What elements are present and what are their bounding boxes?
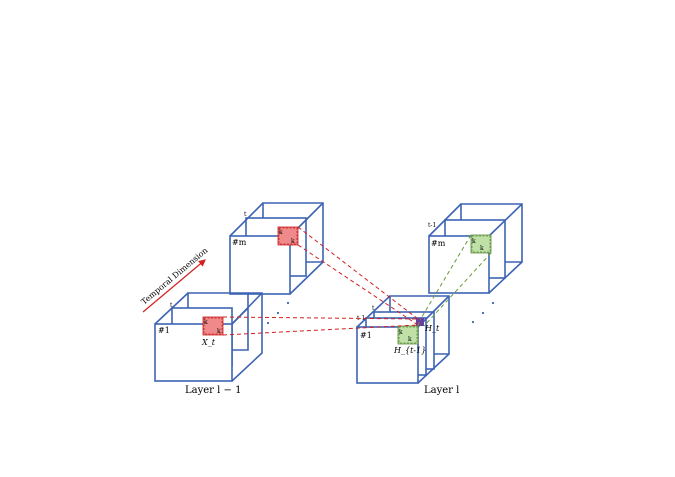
- layer-prev-top-kernel-w: k: [291, 238, 295, 245]
- layer-cur-top-kernel: [470, 234, 492, 254]
- layer-cur-bottom-kernel-w: k: [408, 336, 412, 343]
- layer-prev-bottom-stack: t #1 k k X_t: [154, 292, 263, 382]
- layer-prev-bottom-depth-label: t: [170, 302, 173, 309]
- layer-prev-bottom-kernel-h: k: [204, 319, 208, 326]
- layer-cur-bottom-front-label: #1: [360, 331, 372, 340]
- layer-cur-top-stack: t-1 #m k k: [428, 203, 523, 294]
- hidden-prev-symbol: H_{t-1}: [393, 346, 426, 355]
- layer-cur-top-kernel-w: k: [480, 245, 484, 252]
- layer-prev-top-depth-label: t: [244, 211, 247, 218]
- layer-cur-top-front-label: #m: [431, 239, 446, 248]
- hidden-cur-symbol: H_t: [424, 324, 440, 333]
- temporal-dimension-label: Temporal Dimension: [140, 246, 210, 307]
- output-cell: [416, 318, 424, 326]
- layer-cur-bottom-depth-label-2: t: [372, 305, 375, 312]
- layer-prev-top-kernel-h: k: [279, 229, 283, 236]
- layer-prev-caption: Layer l − 1: [185, 385, 241, 396]
- layer-cur-caption: Layer l: [424, 385, 459, 396]
- layer-cur-top-depth-label: t-1: [428, 222, 436, 229]
- red-connections: [222, 226, 419, 336]
- layer-prev-bottom-front-label: #1: [158, 326, 170, 335]
- layer-cur-bottom-kernel-h: k: [399, 329, 403, 336]
- layer-prev-top-front-label: #m: [232, 238, 247, 247]
- layer-cur-bottom-depth-label-1: t-1: [357, 315, 365, 322]
- layer-cur-ellipsis: [471, 301, 495, 324]
- layer-cur-bottom-stack: t-1 t #1 k k H_{t-1} H_t: [356, 295, 450, 384]
- input-symbol: X_t: [201, 338, 216, 347]
- green-connections: [417, 234, 492, 327]
- layer-prev-bottom-kernel: [202, 316, 224, 336]
- layer-prev-ellipsis: [266, 301, 290, 325]
- temporal-dimension-arrow: Temporal Dimension: [140, 246, 210, 313]
- layer-prev-top-kernel: [277, 226, 299, 246]
- layer-cur-top-kernel-h: k: [472, 238, 476, 245]
- layer-prev-top-stack: t #m k k: [229, 202, 324, 295]
- layer-prev-bottom-kernel-w: k: [217, 328, 221, 335]
